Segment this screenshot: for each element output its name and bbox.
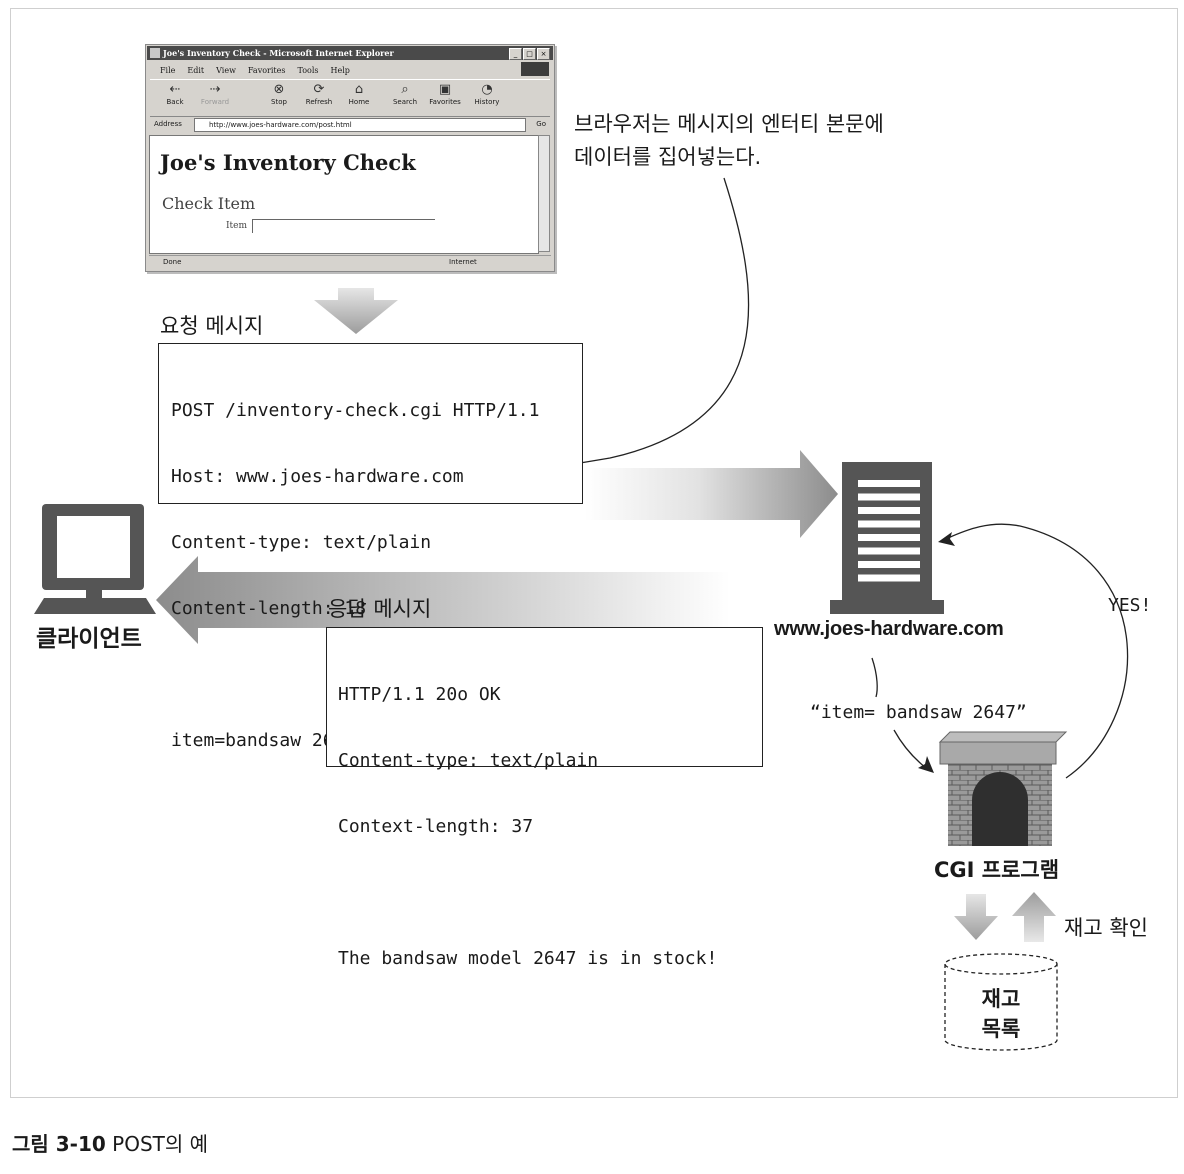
figure-caption: 그림 3-10 POST의 예 [12,1128,208,1157]
server-slot [858,547,920,555]
page-heading: Joe's Inventory Check [160,150,416,175]
page-subheading: Check Item [162,194,256,213]
forward-arrow-icon: ⇢ [209,82,221,97]
response-label: 응답 메시지 [328,597,432,621]
cgi-program-label: CGI 프로그램 [934,858,1060,882]
response-status-line: HTTP/1.1 20o OK [338,684,501,705]
status-bar: Done Internet [149,255,551,269]
address-bar: Address http://www.joes-hardware.com/pos… [150,117,550,133]
browser-window-title: Joe's Inventory Check - Microsoft Intern… [163,48,394,58]
favorites-icon: ▣ [438,82,452,97]
forward-button[interactable]: ⇢Forward [198,82,232,106]
query-down-arrow [954,894,998,940]
response-message-box: HTTP/1.1 20o OK Content-type: text/plain… [326,627,763,969]
stop-button[interactable]: ⊗Stop [262,82,296,106]
back-arrow-icon: ⇠ [169,82,181,97]
server-slot [858,480,920,487]
request-label: 요청 메시지 [160,314,264,338]
stock-check-label: 재고 확인 [1064,916,1148,940]
yes-loop-connector [947,523,1129,779]
inventory-label-line-1: 재고 [981,987,1021,1011]
down-arrow-icon [314,288,398,334]
query-label: “item= bandsaw 2647” [810,702,1027,723]
inventory-database-icon [944,953,1058,1051]
close-icon[interactable]: × [537,48,550,60]
favorites-button[interactable]: ▣Favorites [429,82,461,106]
callout-line-1: 브라우저는 메시지의 엔터티 본문에 [574,112,884,136]
menu-view[interactable]: View [216,65,236,75]
home-icon: ⌂ [354,82,364,97]
status-done: Done [163,258,182,266]
menu-favorites[interactable]: Favorites [247,65,286,75]
menu-help[interactable]: Help [330,65,350,75]
server-slot [858,507,920,514]
minimize-icon[interactable]: _ [509,48,522,60]
menu-file[interactable]: File [160,65,176,75]
yes-label: YES! [1108,595,1152,616]
item-input[interactable] [252,219,435,233]
response-content-type-header: Content-type: text/plain [338,750,599,771]
result-up-arrow [1012,892,1056,942]
response-blank-line [338,882,751,904]
refresh-button[interactable]: ⟳Refresh [302,82,336,106]
callout-line-2: 데이터를 집어넣는다. [574,145,762,169]
item-field-label: Item [226,221,248,231]
cgi-arrowhead [918,756,934,773]
request-flow-arrow [585,450,838,538]
request-content-type-header: Content-type: text/plain [171,532,432,553]
server-slot [858,534,920,541]
server-label: www.joes-hardware.com [774,618,1004,640]
figure-caption-text: POST의 예 [112,1132,209,1156]
server-slot [858,493,920,501]
response-context-length-header: Context-length: 37 [338,816,534,837]
client-label: 클라이언트 [36,626,142,652]
client-computer-icon [34,504,156,614]
vertical-scrollbar[interactable] [538,135,550,252]
search-button[interactable]: ⌕Search [388,82,422,106]
response-body: The bandsaw model 2647 is in stock! [338,948,718,969]
back-button[interactable]: ⇠Back [158,82,192,106]
yes-arrowhead [938,532,955,546]
address-input[interactable]: http://www.joes-hardware.com/post.html [194,118,526,132]
maximize-icon[interactable]: □ [523,48,536,60]
server-slot [858,561,920,568]
server-slot [858,520,920,528]
windows-throbber-icon [521,62,549,76]
server-to-cgi-connector [871,657,878,698]
inventory-label: 재고 목록 [968,984,1034,1044]
callout-text: 브라우저는 메시지의 엔터티 본문에 데이터를 집어넣는다. [574,108,884,174]
browser-page-content: Joe's Inventory Check Check Item Item [149,135,539,254]
go-button[interactable]: Go [536,120,546,128]
status-zone: Internet [449,258,477,266]
search-icon: ⌕ [401,82,409,97]
inventory-label-line-2: 목록 [981,1017,1021,1041]
history-button[interactable]: ◔History [470,82,504,106]
home-button[interactable]: ⌂Home [342,82,376,106]
ie-logo-icon [150,48,160,58]
browser-title-bar: Joe's Inventory Check - Microsoft Intern… [147,46,553,60]
refresh-icon: ⟳ [313,82,325,97]
menu-tools[interactable]: Tools [297,65,319,75]
address-label: Address [154,120,182,128]
server-to-cgi-connector-lower [893,729,927,769]
menu-edit[interactable]: Edit [187,65,205,75]
request-line: POST /inventory-check.cgi HTTP/1.1 [171,400,540,421]
browser-menu-bar: File Edit View Favorites Tools Help [150,63,550,77]
stop-icon: ⊗ [273,82,285,97]
request-content-length-header: Content-length: 18 [171,598,367,619]
server-slot [858,574,920,582]
response-flow-arrow [156,556,730,644]
server-icon [830,462,944,614]
request-message-box: POST /inventory-check.cgi HTTP/1.1 Host:… [158,343,583,751]
history-icon: ◔ [481,82,493,97]
figure-number: 그림 3-10 [12,1132,106,1156]
request-host-header: Host: www.joes-hardware.com [171,466,464,487]
browser-toolbar: ⇠Back ⇢Forward ⊗Stop ⟳Refresh ⌂Home ⌕Sea… [150,79,550,117]
cgi-gateway-icon [938,731,1068,846]
browser-window: Joe's Inventory Check - Microsoft Intern… [145,44,555,272]
